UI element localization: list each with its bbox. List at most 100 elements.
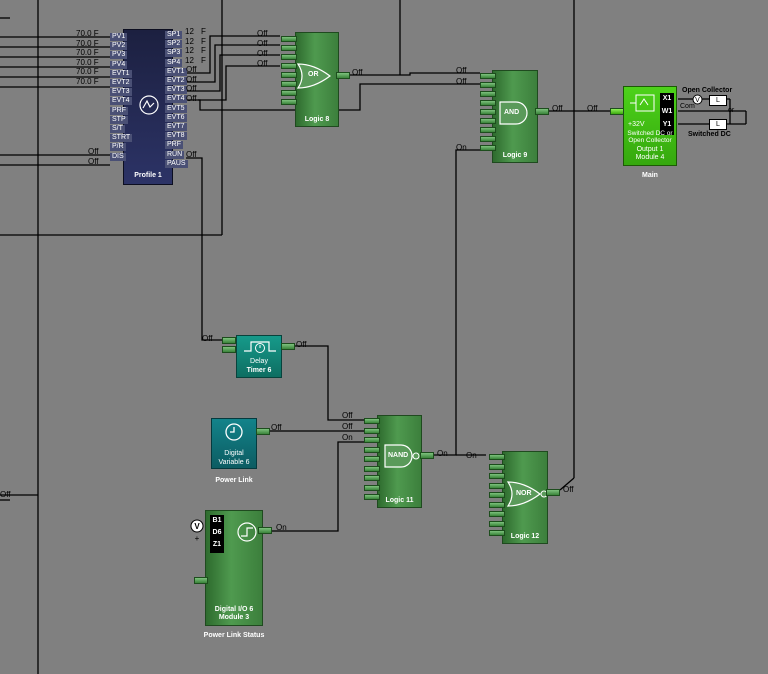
profile-input-5[interactable]: EVT1 xyxy=(110,69,132,78)
profile-input-4[interactable]: PV4 xyxy=(110,60,128,69)
profile-output-14[interactable]: RUN xyxy=(165,150,185,159)
logic-12-input-pin-9[interactable] xyxy=(489,530,505,536)
logic-8-output-pin[interactable] xyxy=(336,72,350,79)
timer-6-input-pin-2[interactable] xyxy=(222,346,236,353)
logic-9-input-pin-3[interactable] xyxy=(480,91,496,97)
and-gate-icon xyxy=(499,101,528,125)
profile-input-2[interactable]: PV2 xyxy=(110,42,128,51)
logic-11-input-pin-5[interactable] xyxy=(364,456,380,462)
logic-11-input-pin-6[interactable] xyxy=(364,465,380,472)
logic-12-input-pin-2[interactable] xyxy=(489,463,505,470)
logic-9-input-pin-9[interactable] xyxy=(480,145,496,151)
profile-output-12[interactable]: EVT8 xyxy=(165,132,187,141)
logic-8-input-pin-2[interactable] xyxy=(281,45,297,51)
profile-input-13[interactable]: P/R xyxy=(110,143,126,152)
variable-6-output-pin[interactable] xyxy=(256,428,270,435)
logic-9-input-2-value: Off xyxy=(456,77,467,86)
logic-12-block[interactable]: Logic 12 xyxy=(502,451,548,544)
logic-9-input-pin-5[interactable] xyxy=(480,109,496,115)
logic-8-input-pin-4[interactable] xyxy=(281,63,297,69)
logic-12-input-pin-7[interactable] xyxy=(489,511,505,517)
profile-title: Profile 1 xyxy=(134,172,162,179)
variable-6-block[interactable]: Digital Variable 6 xyxy=(211,418,257,469)
logic-9-input-pin-2[interactable] xyxy=(480,82,496,88)
profile-input-value-2: 70.0 F xyxy=(76,38,99,48)
logic-12-input-pin-4[interactable] xyxy=(489,482,505,489)
profile-input-14[interactable]: DIS xyxy=(110,152,126,161)
dio-6-input-pin[interactable] xyxy=(194,577,208,584)
dio-6-block[interactable]: B1 D6 Z1 Digital I/O 6 Module 3 xyxy=(205,510,263,626)
logic-11-input-pin-3[interactable] xyxy=(364,437,380,443)
timer-6-input-value: Off xyxy=(202,334,213,343)
output-1-input-pin[interactable] xyxy=(610,108,624,115)
profile-output-6[interactable]: EVT2 xyxy=(165,77,187,85)
logic-12-input-pin-5[interactable] xyxy=(489,492,505,498)
logic-9-input-pin-8[interactable] xyxy=(480,136,496,142)
clock-icon xyxy=(225,423,243,441)
logic-8-input-pin-5[interactable] xyxy=(281,72,297,78)
logic-8-input-pin-1[interactable] xyxy=(281,36,297,42)
output-1-block[interactable]: X1 W1 Y1 +32V Switched DC or Open Collec… xyxy=(623,86,677,166)
profile-output-1[interactable]: SP1 xyxy=(165,31,183,39)
legend-switched-dc: Switched DC xyxy=(688,131,731,138)
variable-6-title: Variable 6 xyxy=(218,459,250,466)
logic-12-input-pin-6[interactable] xyxy=(489,501,505,508)
logic-9-input-1-value: Off xyxy=(456,66,467,75)
logic-12-output-pin[interactable] xyxy=(546,489,560,496)
logic-9-input-pin-1[interactable] xyxy=(480,73,496,79)
profile-output-value-3: 12 xyxy=(185,46,194,55)
logic-8-input-pin-7[interactable] xyxy=(281,90,297,96)
profile-input-10[interactable]: STP xyxy=(110,115,128,124)
profile-input-6[interactable]: EVT2 xyxy=(110,79,132,87)
output-pin-x1: X1 xyxy=(662,95,672,102)
profile-output-10[interactable]: EVT6 xyxy=(165,113,187,122)
logic-12-input-pin-1[interactable] xyxy=(489,454,505,460)
profile-output-11[interactable]: EVT7 xyxy=(165,123,187,131)
logic-8-input-pin-3[interactable] xyxy=(281,54,297,60)
profile-input-3[interactable]: PV3 xyxy=(110,51,128,60)
logic-9-output-pin[interactable] xyxy=(535,108,549,115)
load-1: L xyxy=(709,95,727,106)
profile-input-9[interactable]: PRF xyxy=(110,106,128,115)
logic-11-input-pin-8[interactable] xyxy=(364,484,380,491)
logic-11-input-pin-7[interactable] xyxy=(364,475,380,481)
profile-output-8[interactable]: EVT4 xyxy=(165,95,187,104)
timer-6-block[interactable]: Delay Timer 6 xyxy=(236,335,282,378)
logic-11-input-pin-2[interactable] xyxy=(364,427,380,434)
profile-output-3[interactable]: SP3 xyxy=(165,49,183,58)
logic-9-input-pin-6[interactable] xyxy=(480,118,496,124)
profile-input-7[interactable]: EVT3 xyxy=(110,88,132,97)
profile-output-13[interactable]: PRF xyxy=(165,141,183,150)
profile-output-9[interactable]: EVT5 xyxy=(165,104,187,113)
profile-wave-icon xyxy=(139,95,159,115)
logic-9-input-pin-4[interactable] xyxy=(480,100,496,106)
profile-input-11[interactable]: S/T xyxy=(110,125,125,133)
logic-11-input-pin-1[interactable] xyxy=(364,418,380,424)
profile-input-8[interactable]: EVT4 xyxy=(110,97,132,106)
profile-output-value-8: Off xyxy=(186,93,197,103)
profile-output-5[interactable]: EVT1 xyxy=(165,67,187,76)
voltmeter-icon: V xyxy=(692,94,703,105)
logic-11-output-pin[interactable] xyxy=(420,452,434,459)
logic-11-input-pin-9[interactable] xyxy=(364,494,380,500)
logic-12-input-pin-3[interactable] xyxy=(489,473,505,479)
profile-input-1[interactable]: PV1 xyxy=(110,33,128,41)
logic-8-output-value: Off xyxy=(352,68,363,77)
logic-8-input-pin-6[interactable] xyxy=(281,81,297,87)
profile-input-value-5: 70.0 F xyxy=(76,67,99,76)
logic-9-input-pin-7[interactable] xyxy=(480,127,496,133)
logic-8-input-pin-8[interactable] xyxy=(281,99,297,105)
profile-output-15[interactable]: PAUS xyxy=(165,159,188,168)
profile-input-12[interactable]: STRT xyxy=(110,134,133,143)
profile-output-2[interactable]: SP2 xyxy=(165,40,183,49)
timer-6-input-pin-1[interactable] xyxy=(222,337,236,344)
timer-6-output-pin[interactable] xyxy=(281,343,295,350)
logic-11-output-value: On xyxy=(437,449,448,458)
profile-output-7[interactable]: EVT3 xyxy=(165,86,187,95)
dio-6-output-pin[interactable] xyxy=(258,527,272,534)
logic-12-input-pin-8[interactable] xyxy=(489,520,505,527)
logic-11-input-pin-4[interactable] xyxy=(364,446,380,453)
profile-output-4[interactable]: SP4 xyxy=(165,58,183,67)
dio-6-title: Digital I/O 6 xyxy=(214,606,254,613)
profile-block[interactable]: Profile 1 xyxy=(123,29,173,185)
